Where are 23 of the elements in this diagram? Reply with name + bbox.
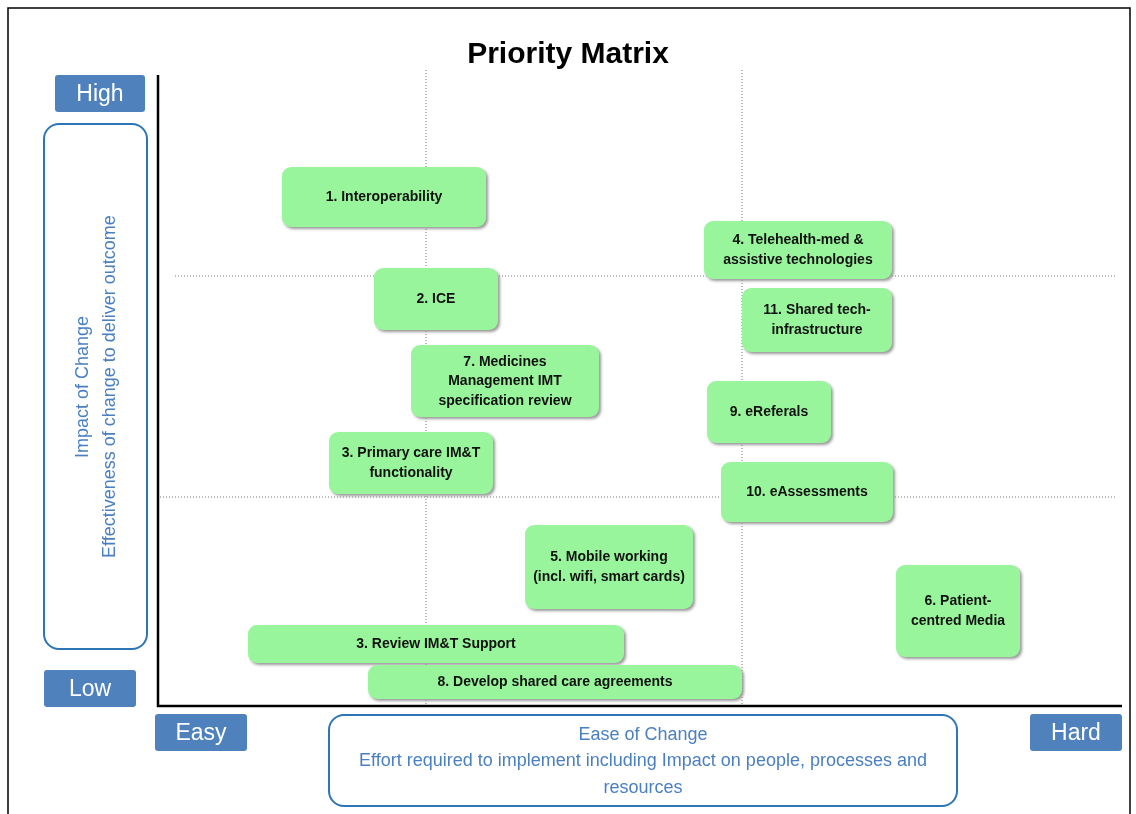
- priority-box: 3. Primary care IM&T functionality: [329, 432, 493, 494]
- priority-box: 10. eAssessments: [721, 462, 893, 522]
- priority-box: 6. Patient-centred Media: [896, 565, 1020, 657]
- axis-label-box: [43, 123, 148, 650]
- priority-box: 3. Review IM&T Support: [248, 625, 624, 663]
- priority-box: 4. Telehealth-med & assistive technologies: [704, 221, 892, 279]
- axis-description: Effectiveness of change to deliver outcome: [97, 215, 120, 558]
- axis-label-box: [328, 714, 958, 807]
- axis-tick-label: Easy: [155, 714, 247, 751]
- priority-box: 2. ICE: [374, 268, 498, 330]
- axis-description: Effort required to implement including Impact on people, processes and resources: [358, 749, 928, 799]
- priority-box: 1. Interoperability: [282, 167, 486, 227]
- title: Priority Matrix: [467, 36, 669, 69]
- axis-tick-label: Low: [44, 670, 136, 707]
- priority-box: 8. Develop shared care agreements: [368, 665, 742, 699]
- axis-title: Ease of Change: [578, 723, 708, 747]
- priority-box: 11. Shared tech-infrastructure: [742, 288, 892, 352]
- axis-tick-label: High: [55, 75, 145, 112]
- priority-box: 9. eReferals: [707, 381, 831, 443]
- axis-title: Impact of Change: [71, 315, 94, 458]
- priority-box: 5. Mobile working (incl. wifi, smart cards): [525, 525, 693, 609]
- axis-tick-label: Hard: [1030, 714, 1122, 751]
- priority-box: 7. Medicines Management IMT specification review: [411, 345, 599, 417]
